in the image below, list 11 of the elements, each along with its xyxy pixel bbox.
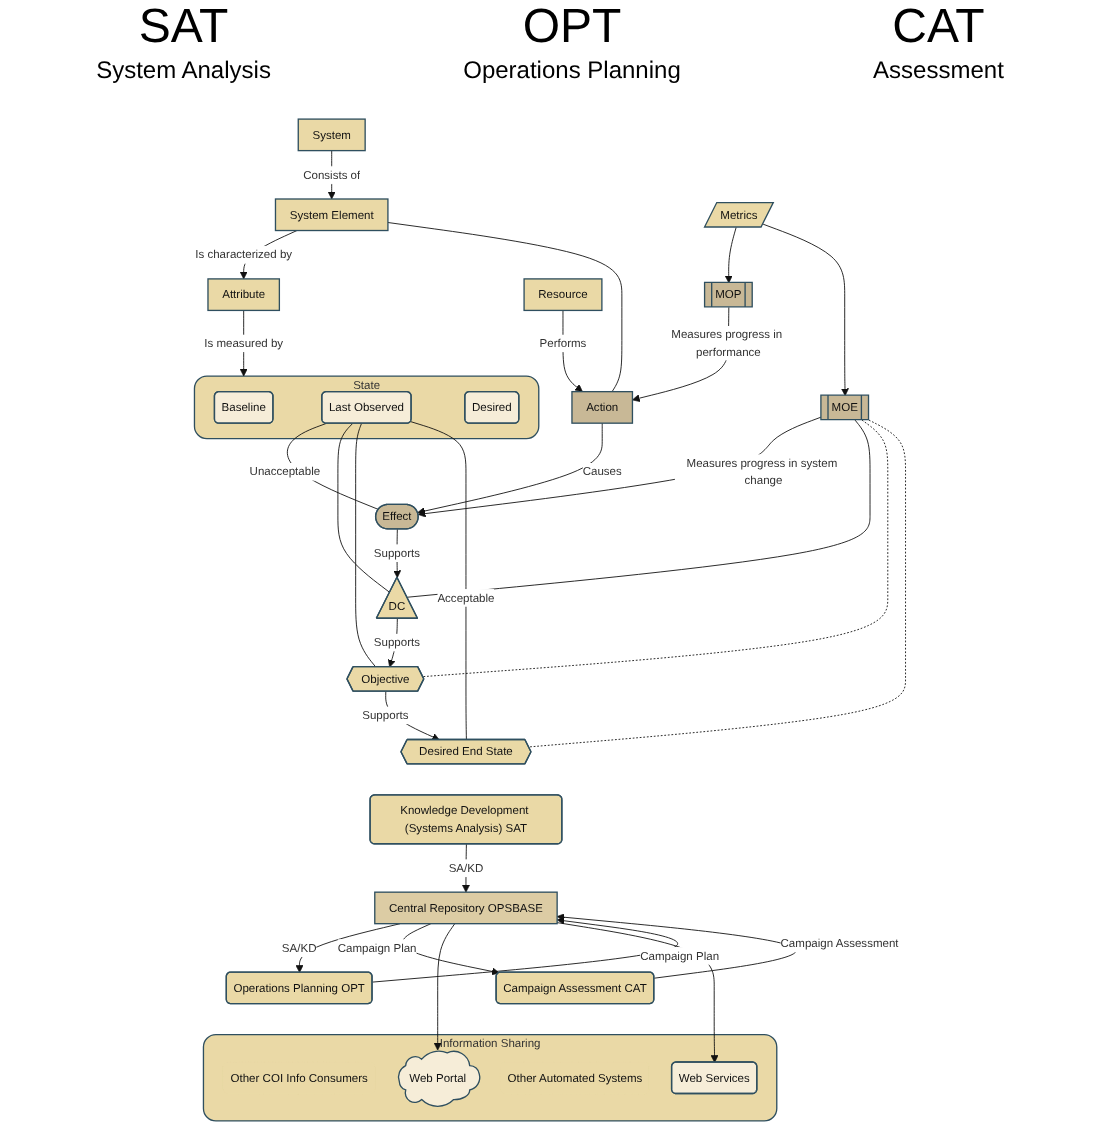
connector — [528, 419, 906, 748]
connector — [337, 423, 391, 593]
column-subheading: Operations Planning — [463, 56, 681, 84]
column-heading: CAT — [892, 0, 985, 56]
connector — [422, 419, 889, 678]
column-subheading: Assessment — [873, 56, 1004, 84]
column-heading: OPT — [522, 0, 622, 56]
column-subheading: System Analysis — [96, 56, 271, 84]
connector — [410, 421, 467, 741]
column-heading: SAT — [138, 0, 229, 56]
connector — [355, 423, 377, 668]
